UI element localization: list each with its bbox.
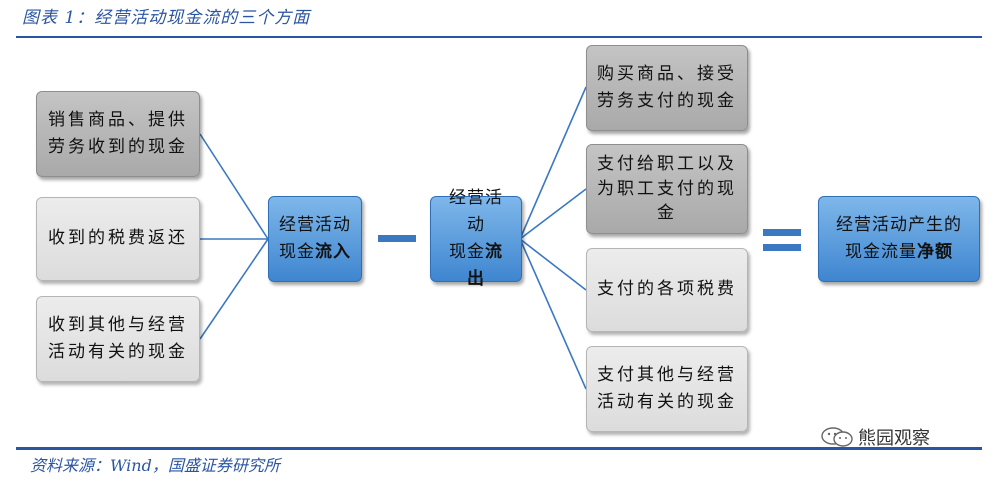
source-note: 资料来源：Wind，国盛证券研究所 <box>30 456 280 475</box>
figure-title: 图表 1：经营活动现金流的三个方面 <box>22 8 311 28</box>
equals-operator-bottom <box>763 244 801 251</box>
connector-inflow-1 <box>199 133 269 240</box>
net-cash-flow-node: 经营活动产生的 现金流量净额 <box>818 196 980 282</box>
watermark-text: 熊园观察 <box>858 428 930 449</box>
outflow-item-purchase-cash: 购买商品、接受 劳务支付的现金 <box>586 45 748 131</box>
connector-outflow-3 <box>519 238 587 291</box>
connector-inflow-3 <box>199 238 269 340</box>
bottom-rule <box>16 447 982 450</box>
wechat-chat-icon <box>821 427 853 447</box>
connector-outflow-1 <box>519 86 587 240</box>
equals-operator-top <box>763 229 801 236</box>
inflow-item-sales-cash: 销售商品、提供 劳务收到的现金 <box>36 91 200 177</box>
watermark: 熊园观察 <box>820 424 930 450</box>
outflow-node: 经营活动 现金流出 <box>430 188 522 289</box>
outflow-item-employee-cash: 支付给职工以及 为职工支付的现 金 <box>586 144 748 234</box>
inflow-item-tax-refund: 收到的税费返还 <box>36 197 200 281</box>
outflow-item-taxes-paid: 支付的各项税费 <box>586 248 748 332</box>
connector-outflow-2 <box>519 188 587 240</box>
connector-outflow-4 <box>519 238 587 390</box>
minus-operator <box>378 235 416 242</box>
inflow-node: 经营活动 现金流入 <box>268 196 362 282</box>
outflow-item-other-cash: 支付其他与经营 活动有关的现金 <box>586 346 748 432</box>
top-rule <box>16 36 982 38</box>
inflow-item-other-cash: 收到其他与经营 活动有关的现金 <box>36 296 200 382</box>
